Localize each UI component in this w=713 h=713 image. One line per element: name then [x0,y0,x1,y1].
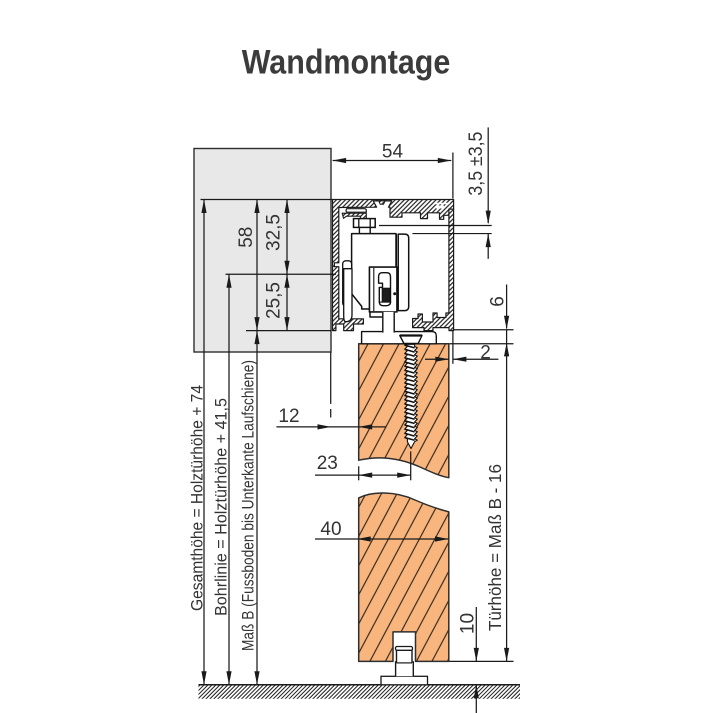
svg-text:Bohrlinie = Holztürhöhe + 41,5: Bohrlinie = Holztürhöhe + 41,5 [212,398,231,616]
svg-text:6: 6 [488,296,509,307]
svg-text:54: 54 [382,142,404,163]
svg-text:Türhöhe = Maß B - 16: Türhöhe = Maß B - 16 [485,464,505,631]
svg-text:10: 10 [458,613,479,634]
svg-text:2: 2 [480,343,491,364]
svg-text:32,5: 32,5 [263,214,284,251]
svg-text:58: 58 [236,227,257,248]
svg-text:40: 40 [320,519,341,540]
svg-text:23: 23 [317,453,338,474]
svg-text:3,5 ±3,5: 3,5 ±3,5 [466,132,487,196]
svg-text:Gesamthöhe = Holztürhöhe + 74: Gesamthöhe = Holztürhöhe + 74 [188,385,207,611]
svg-text:Wandmontage: Wandmontage [242,44,451,82]
svg-text:Maß B (Fussboden bis Unterkant: Maß B (Fussboden bis Unterkante Laufschi… [239,360,258,651]
svg-text:25,5: 25,5 [263,282,284,319]
svg-text:12: 12 [278,406,299,427]
